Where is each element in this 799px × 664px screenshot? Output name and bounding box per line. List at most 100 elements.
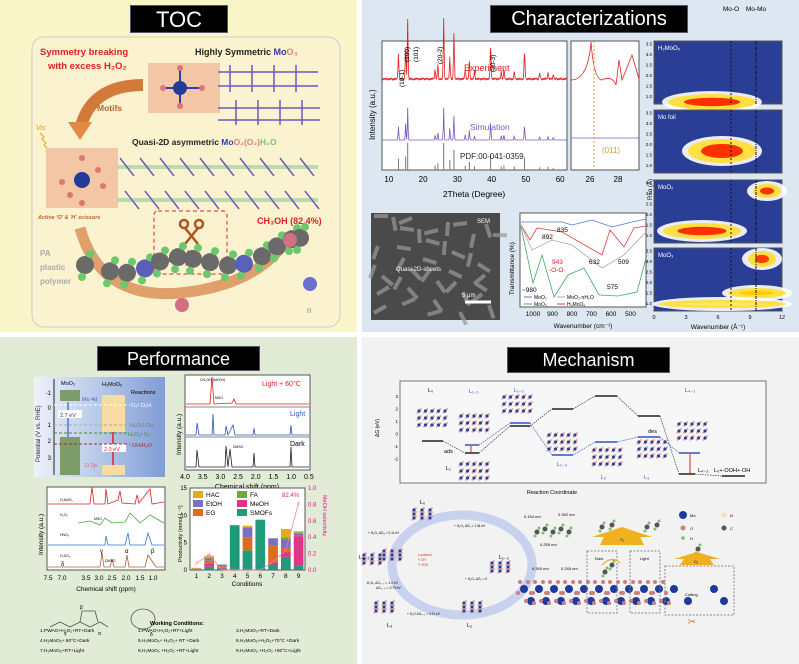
mo-atom (490, 561, 494, 565)
wavelet-contour (680, 302, 764, 306)
mo-atom (683, 429, 688, 433)
xrd-tick: 60 (556, 175, 565, 184)
excess-text: with excess H₂O₂ (47, 61, 127, 72)
o-atom (505, 571, 508, 574)
hydrogen-atom (171, 265, 179, 274)
o-atom (606, 591, 610, 595)
o-atom (461, 427, 464, 430)
working-condition: 8.H₂MoO₅ +H₂O₂ +RT+Light (138, 648, 199, 654)
o-atom (572, 449, 575, 452)
mo-atom (637, 454, 641, 458)
o-atom (492, 560, 495, 563)
h-atom (549, 534, 553, 538)
o-atom (505, 567, 508, 570)
mo-atom (362, 553, 366, 557)
o-atom (445, 408, 448, 411)
h2moo5-label: H₂MoO₅ (102, 382, 122, 388)
mo-atom (506, 565, 510, 569)
c-atom (602, 569, 608, 575)
mo-atom (412, 508, 416, 512)
wavelet-ytick: 1.5 (646, 153, 653, 158)
ftir-legend: MoO₃·nH₂O (567, 295, 594, 301)
mo-atom (398, 557, 402, 561)
ftir-annotation: 835 (557, 227, 568, 234)
o-atom (507, 411, 510, 414)
mo-atom (374, 601, 378, 605)
o-atom (364, 552, 367, 555)
mo-atom (378, 553, 382, 557)
cycle-center-text: *I OOH (418, 563, 429, 567)
mo-atom (611, 455, 616, 459)
o-atom (653, 580, 657, 584)
o-atom (646, 439, 649, 442)
inset-tick: 28 (614, 175, 623, 184)
pdf-label: PDF:00-041-0359 (460, 152, 524, 161)
mo-atom (508, 402, 513, 406)
atom (151, 252, 169, 271)
o-atom (416, 418, 419, 421)
o-atom (702, 424, 705, 427)
o-atom (381, 611, 384, 614)
svg-text:Highly Symmetric MoO₃: Highly Symmetric MoO₃ (195, 47, 298, 57)
mo-atom (520, 585, 528, 593)
legend-swatch (193, 500, 203, 507)
sem-caption: Quasi-2D-sheets (396, 267, 441, 273)
bar-eg (268, 545, 278, 563)
struct-label: β (80, 605, 83, 611)
x-axis-label: Conditions (232, 581, 263, 588)
working-condition: 9.H₂MoO₅ +H₂O₂ +60°C+Light (236, 648, 301, 654)
o-atom (686, 428, 689, 431)
legend-swatch (237, 500, 247, 507)
svg-text:Quasi-2D asymmetric MoO₂(O₂)H₂: Quasi-2D asymmetric MoO₂(O₂)H₂O (132, 137, 277, 147)
mo-atom (436, 409, 441, 413)
legend-swatch (193, 491, 203, 498)
atom-legend: Mo N O C H (679, 511, 733, 541)
o-atom (481, 475, 484, 478)
o-atom (461, 475, 464, 478)
wavelet-ytick: 1.0 (646, 94, 653, 99)
mo-atom (580, 585, 588, 593)
mo-atom (390, 549, 394, 553)
c-atom (695, 546, 701, 552)
sem-flake (422, 257, 437, 266)
band-ytick: 1 (48, 423, 52, 429)
distance-label: 0.245 nm (561, 566, 578, 571)
bar-meoh (217, 567, 227, 569)
o-atom (497, 571, 500, 574)
energy-ytick: 0 (395, 432, 398, 437)
h-atom (565, 534, 569, 538)
mo-atom (390, 609, 394, 613)
cycle-step: + H₂O ΔG₃₋₁ = 0.21 eV (407, 612, 441, 616)
o-atom (472, 604, 475, 607)
o-atom (422, 511, 425, 514)
bar-eg (204, 560, 215, 564)
o-atom (461, 611, 464, 614)
mo-atom (478, 428, 483, 432)
o-atom (392, 548, 395, 551)
o-atom (636, 456, 639, 459)
mo-atom (478, 609, 482, 613)
o-atom (546, 442, 549, 445)
o-atom (487, 461, 490, 464)
wavelet-ytick: 3.5 (646, 111, 653, 116)
h-atom (533, 534, 537, 538)
cycle-node-label: L₀ (420, 500, 425, 506)
mo-atom (610, 585, 618, 593)
c-atom (542, 526, 548, 532)
o-atom (377, 555, 380, 558)
mo-atom (420, 508, 424, 512)
sem-label: SEM (477, 219, 490, 225)
o-atom (620, 454, 623, 457)
mo-atom (398, 549, 402, 553)
o-atom (591, 591, 595, 595)
o-atom (507, 404, 510, 407)
mo-atom (428, 516, 432, 520)
o-atom (471, 464, 474, 467)
o-atom (607, 454, 610, 457)
trace-label: HNO₃ (60, 533, 70, 537)
ftir-annotation: 892 (542, 234, 553, 241)
energy-ylabel: ΔG (eV) (375, 419, 381, 437)
o-atom (541, 580, 545, 584)
sem-flake (406, 286, 419, 300)
mo-atom (478, 421, 483, 425)
